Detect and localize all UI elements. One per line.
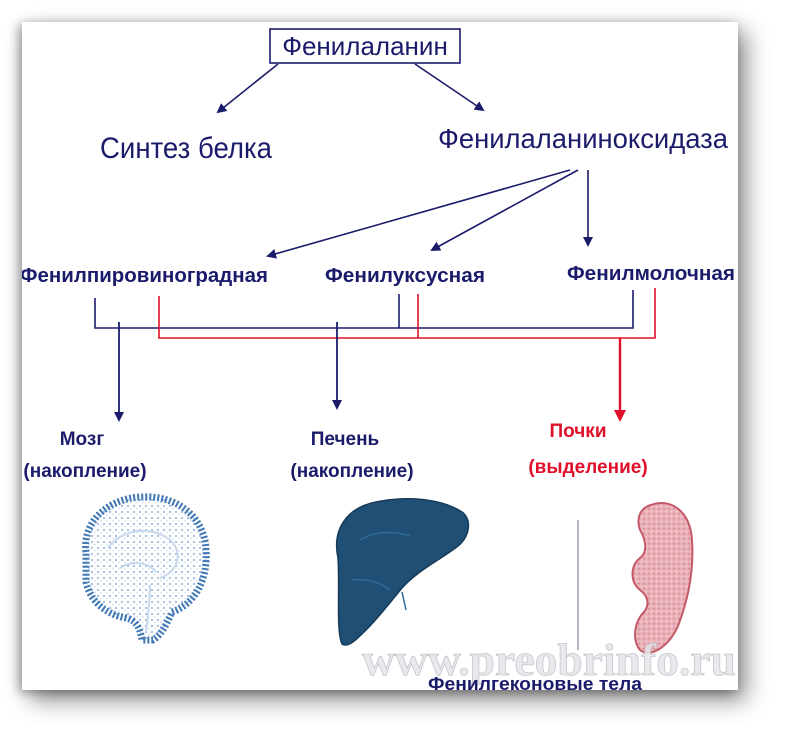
- protein-synthesis-label: Синтез белка: [100, 132, 272, 165]
- root-box: [269, 28, 461, 64]
- liver-role: (накопление): [290, 461, 413, 482]
- kidneys-name: Почки: [549, 421, 606, 442]
- phenylpyruvic-label: Фенилпировиноградная: [22, 265, 268, 287]
- phenyllactic-label: Фенилмолочная: [567, 263, 735, 285]
- red-bracket: [158, 288, 656, 339]
- arrow-root-to-protein: [216, 63, 279, 114]
- arrow-oxidase-to-phenylpyruvic: [266, 169, 571, 259]
- root-label: Фенилаланин: [282, 31, 448, 61]
- arrow-root-to-oxidase: [414, 63, 485, 112]
- ketone-bodies-label: Фенилгеконовые тела: [428, 674, 643, 690]
- watermark: www.preobrinfo.ru: [362, 634, 736, 685]
- brain-name: Мозг: [60, 429, 105, 450]
- arrow-oxidase-to-phenylacetic: [430, 169, 579, 251]
- liver-icon: [336, 498, 470, 646]
- kidneys-role: (выделение): [528, 457, 647, 478]
- liver-name: Печень: [311, 429, 380, 450]
- metabolism-diagram: Фенилаланин Синтез белка Фенилаланинокси…: [22, 28, 736, 690]
- diagram-frame: Фенилаланин Синтез белка Фенилаланинокси…: [22, 22, 738, 690]
- kidney-icon: [631, 502, 694, 654]
- navy-bracket: [94, 290, 634, 329]
- phenylacetic-label: Фенилуксусная: [325, 265, 485, 287]
- brain-role: (накопление): [23, 461, 146, 482]
- oxidase-label: Фенилаланиноксидаза: [438, 123, 728, 154]
- brain-icon: [82, 493, 210, 644]
